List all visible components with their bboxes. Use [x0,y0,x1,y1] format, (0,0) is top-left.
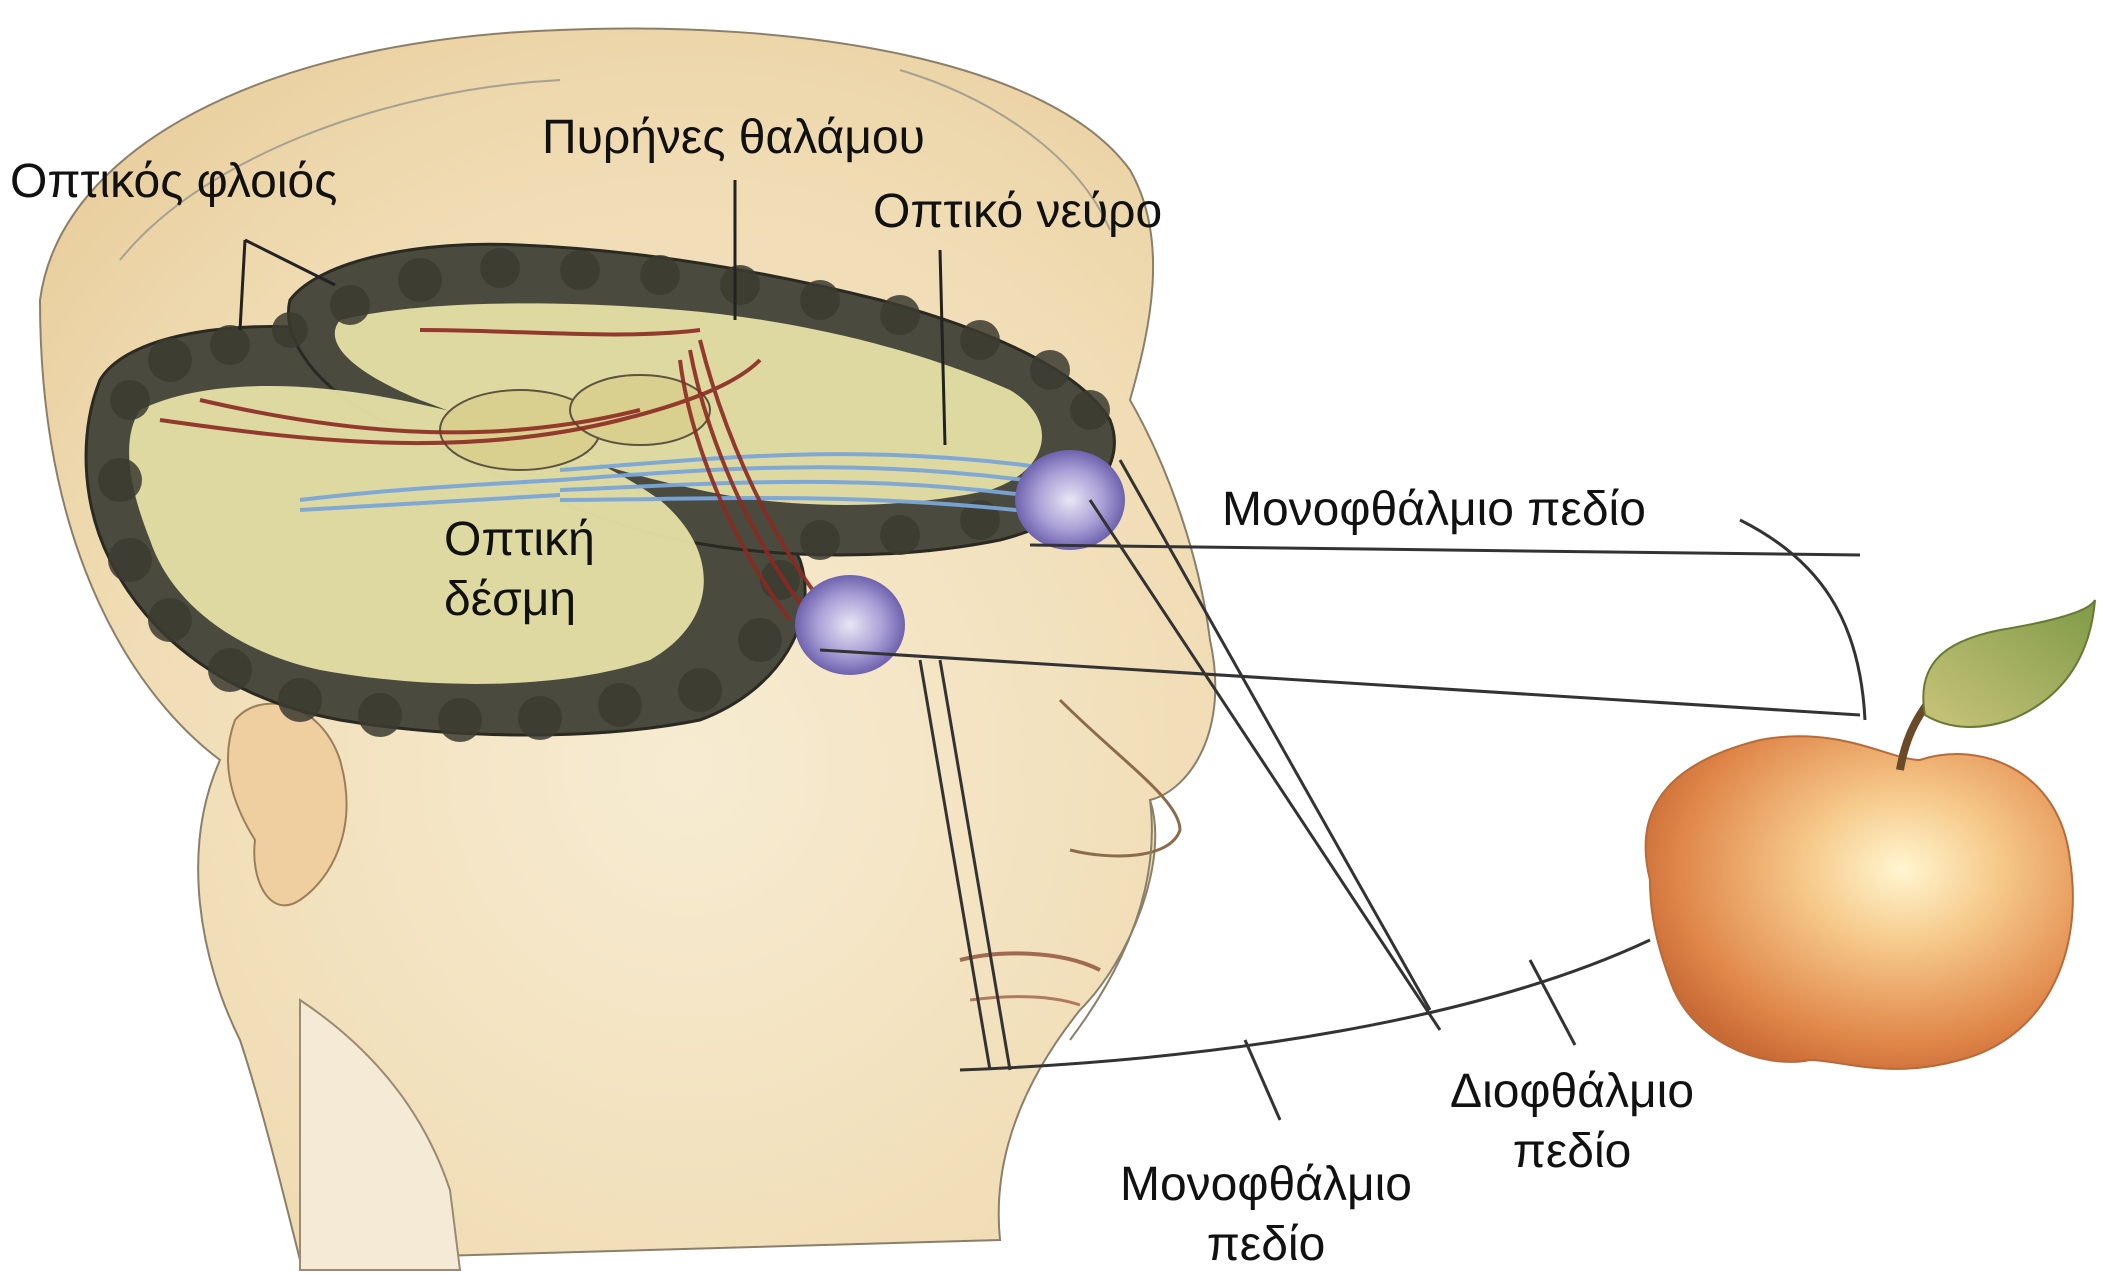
left-eye [795,575,905,675]
label-binocular-field: Διοφθάλμιο πεδίο [1450,1062,1694,1182]
label-binocular-field-line1: Διοφθάλμιο [1450,1062,1694,1122]
label-monocular-field-lower: Μονοφθάλμιο πεδίο [1120,1155,1412,1275]
label-monocular-field-lower-line2: πεδίο [1120,1215,1412,1275]
label-optic-tract-line1: Οπτική [444,510,595,570]
label-optic-tract-line2: δέσμη [444,570,595,630]
apple-leaf [1923,600,2095,727]
label-optic-nerve: Οπτικό νεύρο [873,182,1162,242]
label-binocular-field-line2: πεδίο [1450,1122,1694,1182]
label-monocular-field-lower-line1: Μονοφθάλμιο [1120,1155,1412,1215]
label-optic-tract: Οπτική δέσμη [444,510,595,630]
apple [1646,600,2095,1069]
label-visual-cortex: Οπτικός φλοιός [10,152,337,212]
right-eye [1015,450,1125,550]
label-monocular-field-upper: Μονοφθάλμιο πεδίο [1222,480,1646,540]
label-thalamic-nuclei: Πυρήνες θαλάμου [542,108,925,168]
